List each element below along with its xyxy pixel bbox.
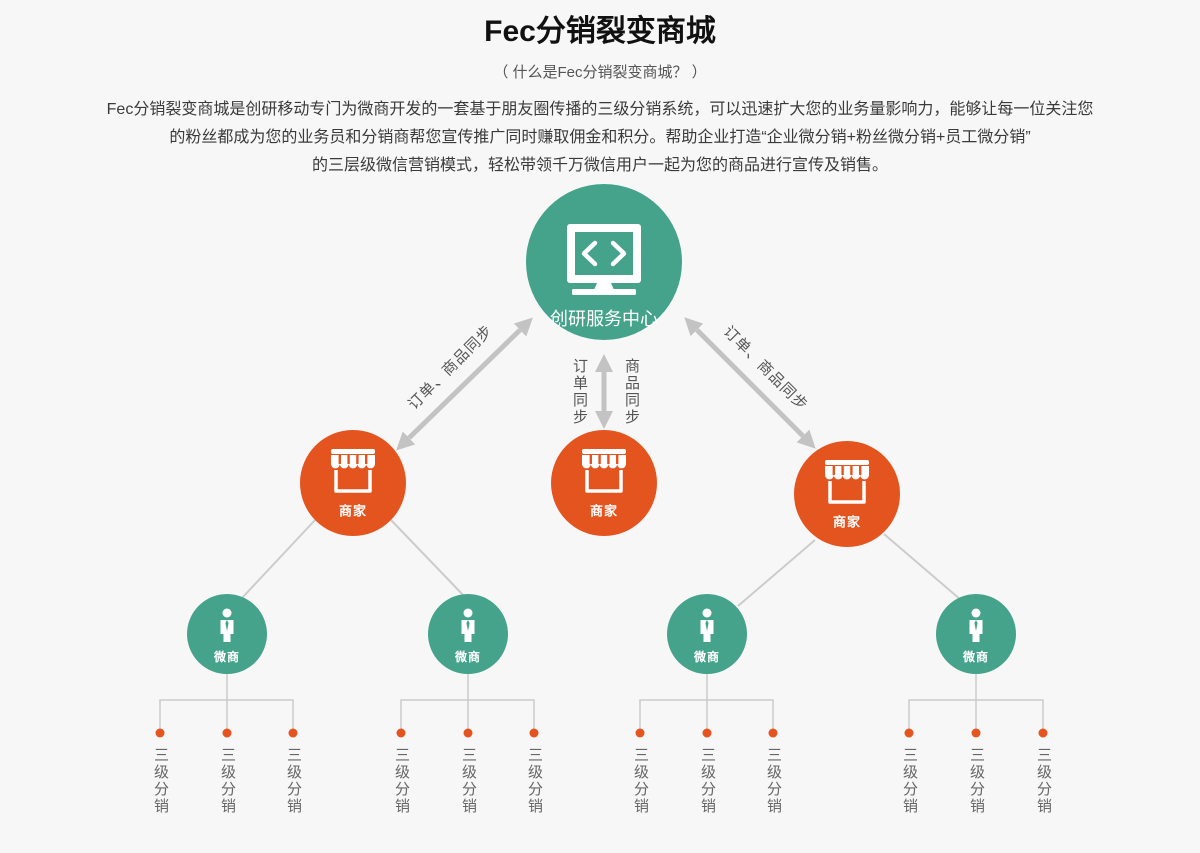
distributor-label: 三级分销 [632, 747, 649, 815]
distributor-dot [463, 728, 473, 738]
distribution-tree-1 [155, 674, 298, 738]
distributor-label: 三级分销 [526, 747, 543, 815]
micro-merchant-label: 微商 [454, 649, 481, 664]
distributor-label: 三级分销 [460, 747, 477, 815]
micro-merchant-node-2: 微商 [428, 594, 508, 674]
distributor-label: 三级分销 [393, 747, 410, 815]
sync-arrow-right [684, 317, 816, 449]
distributor-dot [396, 728, 406, 738]
sync-arrows [396, 317, 816, 451]
merchant-circle [551, 430, 657, 536]
distributor-dot [904, 728, 914, 738]
connector-lines [241, 518, 962, 607]
distribution-tree-3 [635, 674, 778, 738]
service-center-node: 创研服务中心 [526, 184, 682, 340]
distributor-dot [1038, 728, 1048, 738]
tree-bracket [159, 674, 294, 733]
sync-label-center-goods: 商品同步 [623, 358, 640, 426]
tree-bracket [639, 674, 774, 733]
connector-merchant-3-micro-1 [737, 539, 816, 607]
connector-merchant-3-micro-2 [883, 533, 962, 601]
micro-merchant-node-3: 微商 [667, 594, 747, 674]
distributor-label: 三级分销 [152, 747, 169, 815]
distributor-dot [702, 728, 712, 738]
distributor-label: 三级分销 [765, 747, 782, 815]
merchant-node-1: 商家 [300, 430, 406, 536]
distributor-dot [155, 728, 165, 738]
merchant-node-3: 商家 [794, 441, 900, 547]
distribution-tree-2 [396, 674, 539, 738]
micro-merchant-label: 微商 [693, 649, 720, 664]
micro-merchant-label: 微商 [213, 649, 240, 664]
page-title: Fec分销裂变商城 [484, 15, 716, 48]
distributor-dot [971, 728, 981, 738]
distributor-label: 三级分销 [285, 747, 302, 815]
intro-line-1: Fec分销裂变商城是创研移动专门为微商开发的一套基于朋友圈传播的三级分销系统，可… [106, 101, 1094, 118]
service-center-label: 创研服务中心 [550, 309, 658, 329]
connector-merchant-1-micro-1 [241, 518, 317, 599]
distributor-label: 三级分销 [901, 747, 918, 815]
sync-label-center-order: 订单同步 [571, 358, 588, 426]
distributor-label: 三级分销 [968, 747, 985, 815]
distributor-dot [529, 728, 539, 738]
distributor-dot [635, 728, 645, 738]
intro-line-3: 的三层级微信营销模式，轻松带领千万微信用户一起为您的商品进行宣传及销售。 [311, 157, 888, 174]
micro-merchant-node-1: 微商 [187, 594, 267, 674]
page-subtitle: （ 什么是Fec分销裂变商城？ ） [493, 64, 707, 81]
connector-merchant-1-micro-2 [390, 519, 466, 598]
distributor-dot [768, 728, 778, 738]
micro-merchant-node-4: 微商 [936, 594, 1016, 674]
distributor-dot [222, 728, 232, 738]
merchant-circle [300, 430, 406, 536]
monitor-neck [594, 283, 614, 290]
intro-paragraph: Fec分销裂变商城是创研移动专门为微商开发的一套基于朋友圈传播的三级分销系统，可… [0, 96, 1200, 180]
distributor-dot [288, 728, 298, 738]
micro-merchant-label: 微商 [962, 649, 989, 664]
monitor-code-icon [567, 224, 641, 295]
merchant-label: 商家 [339, 504, 367, 519]
monitor-base [572, 289, 636, 295]
sync-arrow-left [396, 317, 533, 451]
code-bracket-right [610, 240, 627, 267]
merchant-node-2: 商家 [551, 430, 657, 536]
merchant-label: 商家 [590, 504, 618, 519]
merchant-circle [794, 441, 900, 547]
tree-bracket [400, 674, 535, 733]
intro-line-2: 的粉丝都成为您的业务员和分销商帮您宣传推广同时赚取佣金和积分。帮助企业打造“企业… [169, 129, 1031, 146]
merchant-label: 商家 [833, 515, 861, 530]
code-bracket-left [581, 240, 598, 267]
distributor-label: 三级分销 [1035, 747, 1052, 815]
tree-bracket [908, 674, 1044, 733]
distributor-label: 三级分销 [219, 747, 236, 815]
distribution-tree-4 [904, 674, 1048, 738]
distributor-label: 三级分销 [699, 747, 716, 815]
